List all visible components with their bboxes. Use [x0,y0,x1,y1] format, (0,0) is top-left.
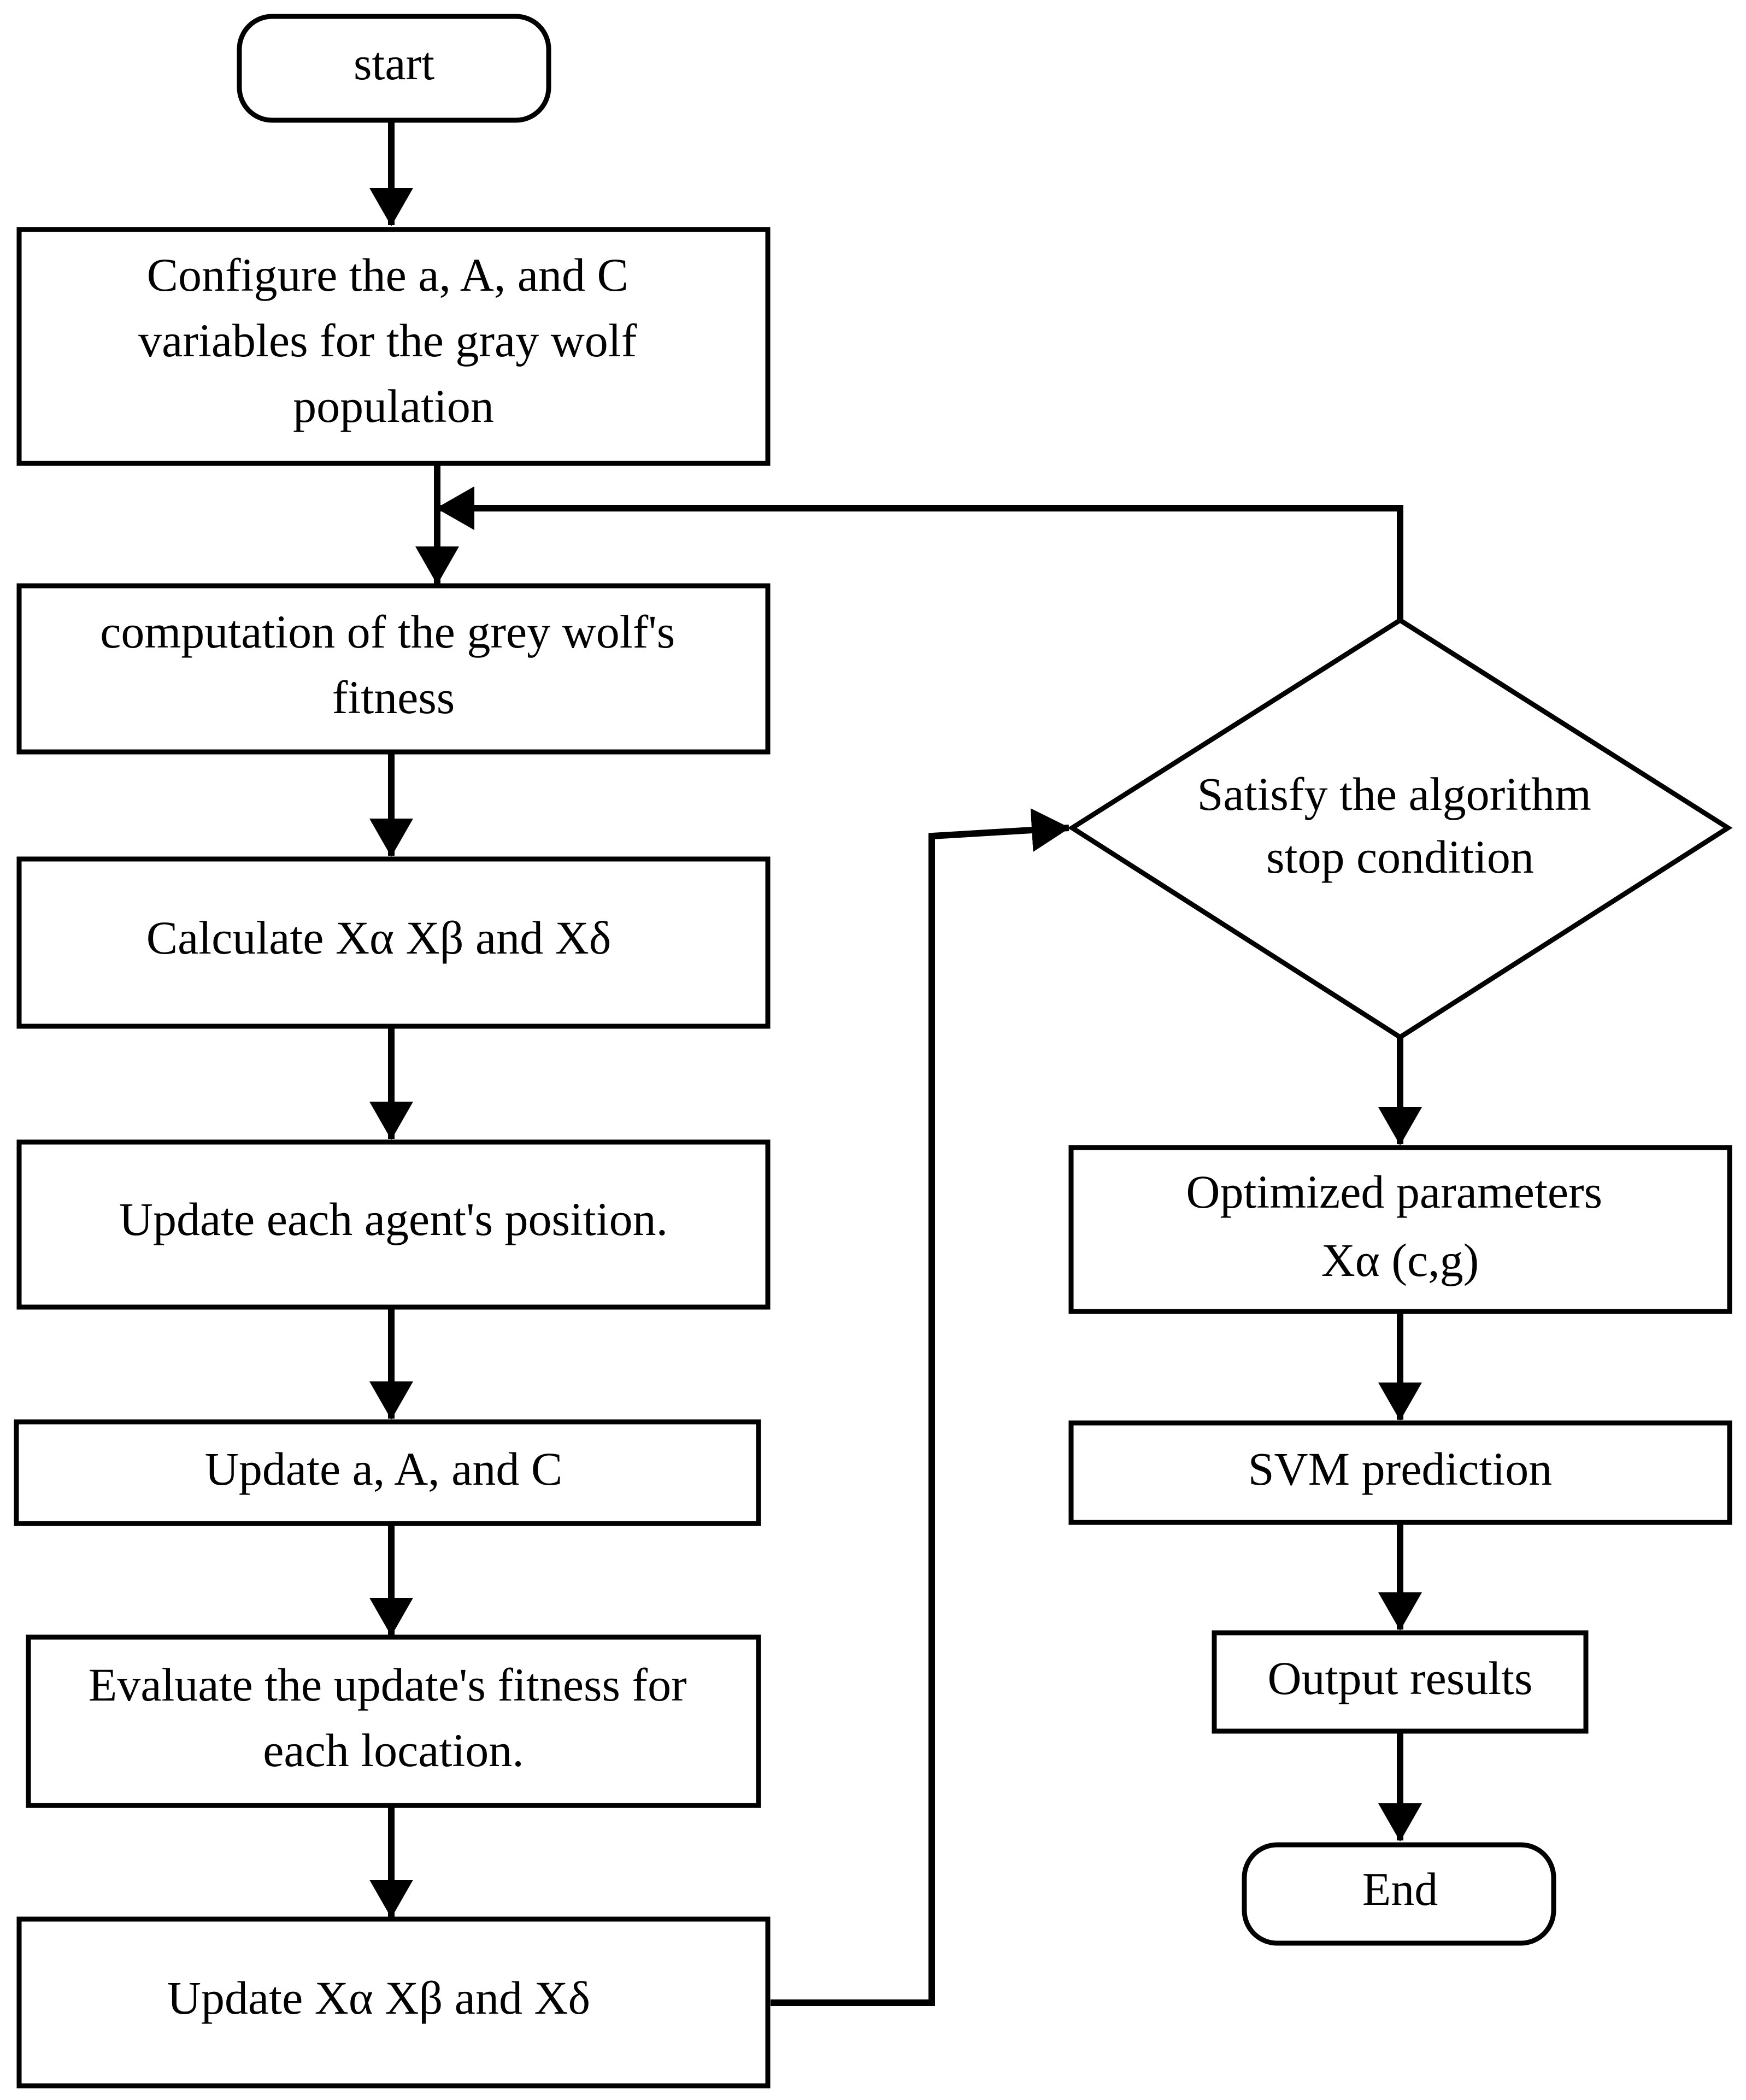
end-label: End [1362,1863,1438,1915]
decision-node: Satisfy the algorithm stop condition [1067,617,1733,1040]
calculate-process-shape [16,856,771,1029]
update-position-label: Update each agent's position. [119,1193,668,1245]
update-position-node: Update each agent's position. [16,1139,771,1310]
decision-diamond-shape [1067,617,1733,1040]
connectors [369,120,1422,2006]
evaluate-process-shape [26,1634,761,1808]
start-terminal-shape [237,14,551,123]
calculate-label: Calculate Xα Xβ and Xδ [146,911,612,964]
svm-process-shape [1068,1420,1732,1525]
decision-label: Satisfy the algorithm stop condition [1197,768,1603,883]
end-terminal-shape [1242,1842,1556,1946]
output-node: Output results [1212,1630,1589,1734]
optimized-label: Optimized parameters Xα (c,g) [1186,1166,1614,1286]
update-aAC-label: Update a, A, and C [205,1443,562,1495]
update-x-label: Update Xα Xβ and Xδ [167,1972,590,2024]
fitness-label: computation of the grey wolf's fitness [100,605,687,723]
evaluate-label: Evaluate the update's fitness for each l… [89,1658,698,1777]
fitness-node: computation of the grey wolf's fitness [16,583,771,755]
optimized-process-shape [1068,1145,1732,1314]
output-process-shape [1212,1630,1589,1734]
fitness-process-shape [16,583,771,755]
configure-label: Configure the a, A, and C variables for … [138,249,649,432]
update-aAC-process-shape [14,1419,761,1526]
update-aAC-node: Update a, A, and C [14,1419,761,1526]
svm-node: SVM prediction [1068,1420,1732,1525]
arrow-update-x-to-decision [771,808,1070,2006]
start-node: start [237,14,551,123]
start-label: start [354,37,434,90]
output-label: Output results [1268,1652,1533,1704]
end-node: End [1242,1842,1556,1946]
optimized-node: Optimized parameters Xα (c,g) [1068,1145,1732,1314]
configure-process-shape [16,227,771,466]
update-position-process-shape [16,1139,771,1310]
calculate-node: Calculate Xα Xβ and Xδ [16,856,771,1029]
arrow-decision-loop-back [436,486,1403,620]
configure-node: Configure the a, A, and C variables for … [16,227,771,466]
update-x-process-shape [16,1916,771,2089]
evaluate-node: Evaluate the update's fitness for each l… [26,1634,761,1808]
svm-label: SVM prediction [1248,1443,1553,1495]
update-x-node: Update Xα Xβ and Xδ [16,1916,771,2089]
